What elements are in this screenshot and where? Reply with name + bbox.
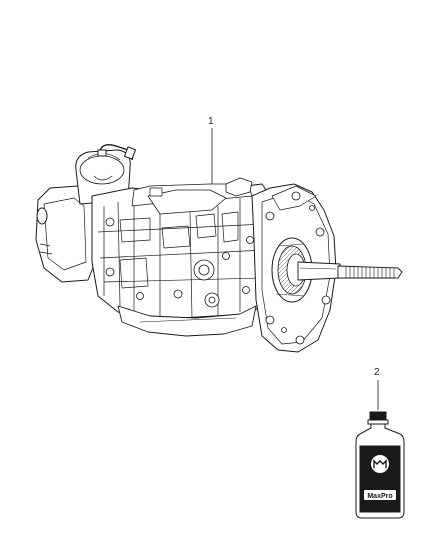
input-shaft	[297, 261, 341, 281]
callout-transmission: 1	[208, 116, 214, 127]
fluid-bottle: MaxPro	[355, 411, 405, 519]
transmission-assembly	[35, 143, 403, 353]
callout-fluid: 2	[374, 367, 380, 378]
lower-case	[117, 305, 257, 337]
tail-housing	[35, 185, 97, 283]
mopar-logo	[371, 455, 389, 473]
bottle-label-text: MaxPro	[367, 493, 392, 500]
shifter-tower	[75, 149, 131, 205]
